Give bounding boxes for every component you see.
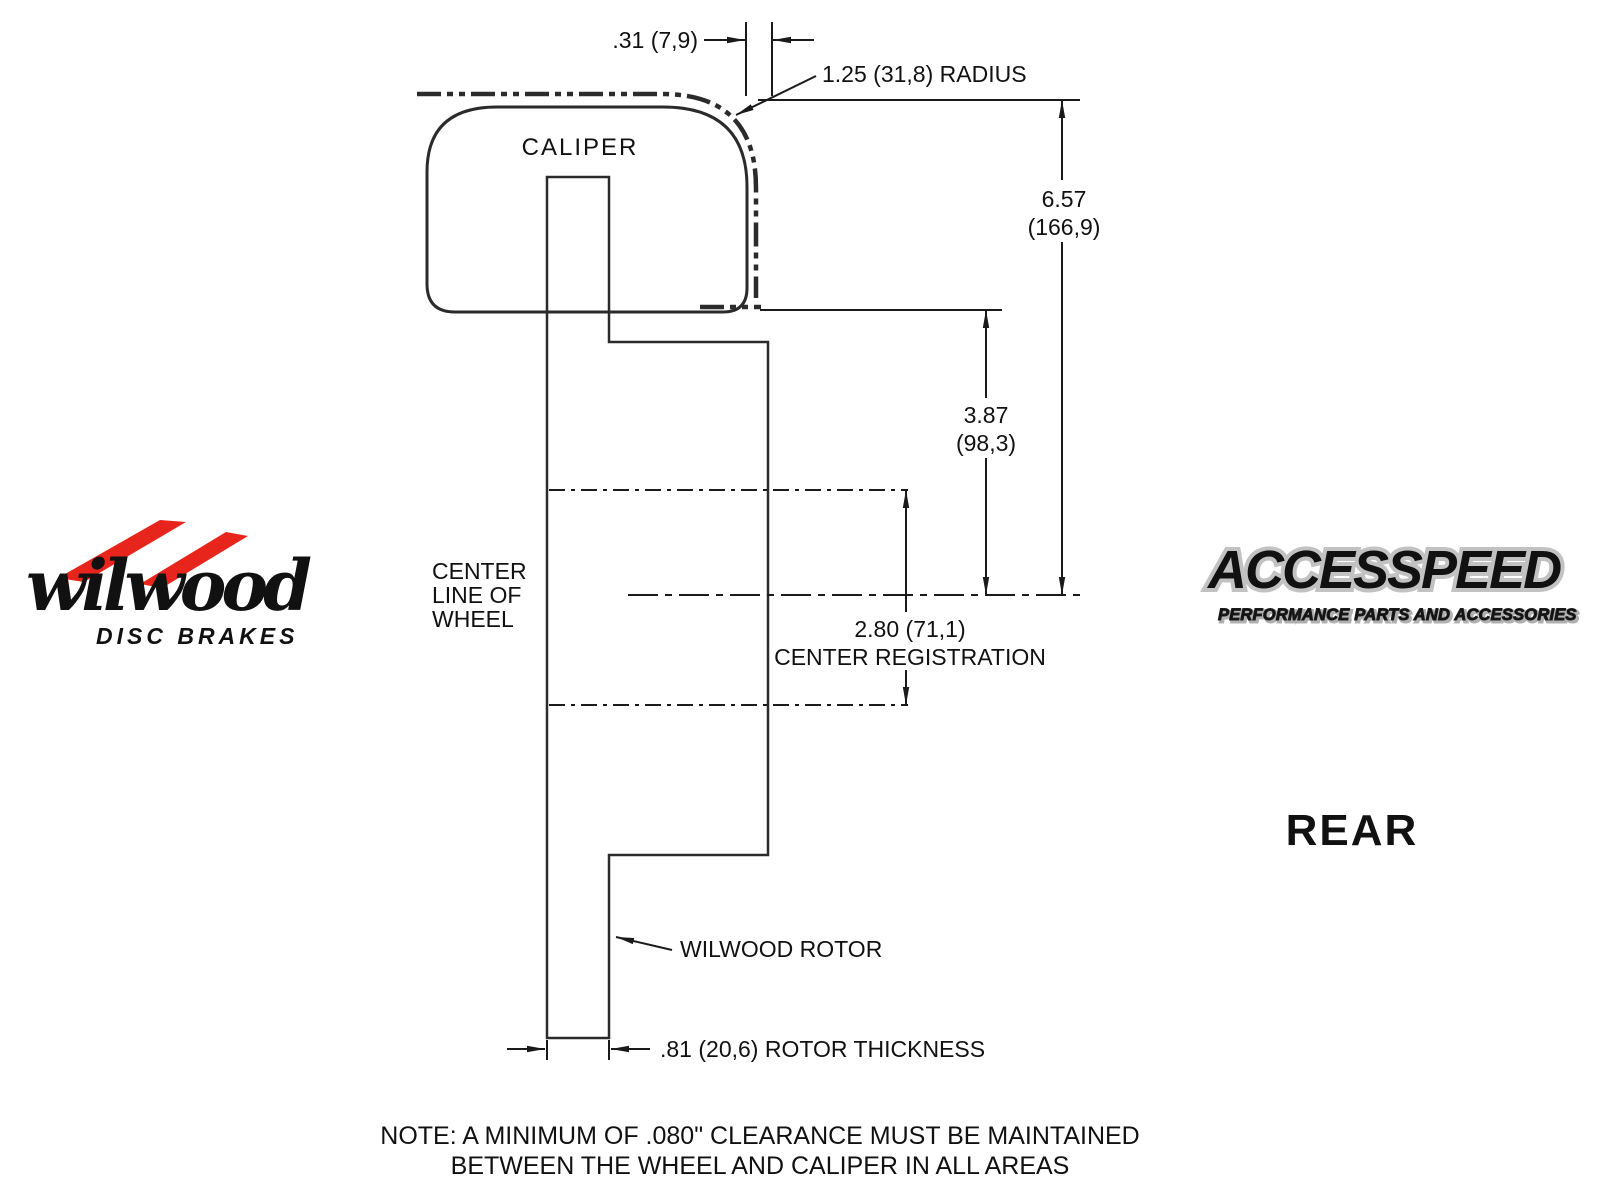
register-label-mask [776, 612, 1046, 670]
accesspeed-tagline-shadow: PERFORMANCE PARTS AND ACCESSORIES [1220, 608, 1579, 626]
overall-dimension-in: 6.57 [1042, 186, 1087, 212]
wilwood-swoosh2-icon [140, 532, 248, 588]
radius-dimension-label: 1.25 (31,8) RADIUS [822, 61, 1027, 87]
thickness-dimension-label: .81 (20,6) ROTOR THICKNESS [660, 1036, 985, 1062]
overall-label-mask [1012, 180, 1116, 242]
wilwood-wordmark: wilwood [26, 544, 311, 627]
rotor-callout-label: WILWOOD ROTOR [680, 936, 882, 962]
centerline-label-3: WHEEL [432, 606, 514, 632]
mount-label-mask [938, 398, 1034, 458]
wilwood-logo: wilwood DISC BRAKES [26, 520, 316, 649]
wilwood-tagline: DISC BRAKES [96, 623, 298, 649]
caliper-label: CALIPER [522, 134, 639, 161]
wilwood-swoosh-icon [58, 520, 186, 582]
clearance-note-line2: BETWEEN THE WHEEL AND CALIPER IN ALL ARE… [451, 1152, 1070, 1180]
view-label: REAR [1286, 806, 1419, 855]
gap-dimension-label: .31 (7,9) [612, 27, 698, 53]
rotor-shape [545, 175, 770, 1040]
mount-dimension-mm: (98,3) [956, 430, 1016, 456]
caliper-shape [425, 105, 749, 314]
rotor-leader [615, 936, 673, 951]
accesspeed-logo: ACCESSPEED ACCESSPEED PERFORMANCE PARTS … [1202, 536, 1580, 628]
mount-dimension-in: 3.87 [964, 402, 1009, 428]
clearance-note-line1: NOTE: A MINIMUM OF .080" CLEARANCE MUST … [380, 1122, 1139, 1150]
accesspeed-wordmark: ACCESSPEED [1206, 540, 1561, 600]
accesspeed-wordmark-outline: ACCESSPEED [1206, 540, 1561, 600]
centerline-label-2: LINE OF [432, 582, 521, 608]
wheel-phantom-line [417, 91, 759, 298]
register-dimension-caption: CENTER REGISTRATION [774, 644, 1046, 670]
centerline-label-1: CENTER [432, 558, 527, 584]
accesspeed-tagline: PERFORMANCE PARTS AND ACCESSORIES [1218, 606, 1577, 624]
register-dimension-value: 2.80 (71,1) [854, 616, 965, 642]
radius-leader [735, 75, 817, 116]
overall-dimension-mm: (166,9) [1028, 214, 1101, 240]
